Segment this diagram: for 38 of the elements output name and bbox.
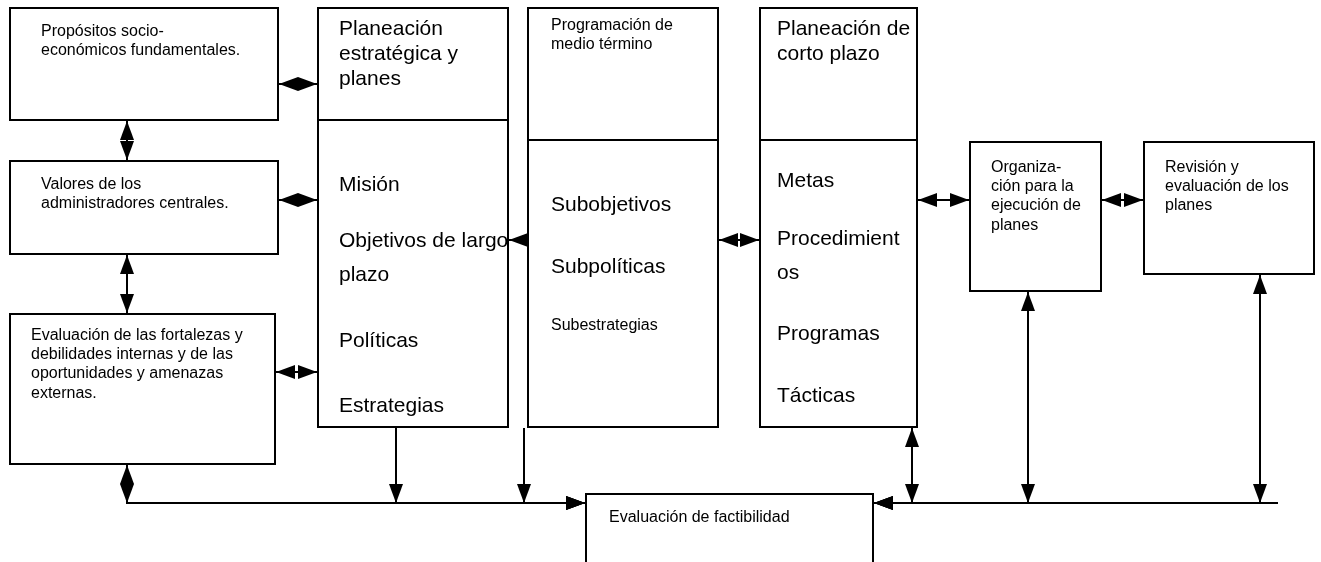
double-arrow (275, 365, 318, 379)
process-box (9, 313, 276, 465)
list-item: Procedimientos (777, 225, 901, 285)
process-box (1143, 141, 1315, 275)
list-item: Tácticas (777, 382, 857, 408)
double-arrow (120, 254, 134, 314)
planning-column (759, 7, 918, 428)
double-arrow (1101, 193, 1144, 207)
double-arrow (278, 77, 318, 91)
list-item: Políticas (339, 327, 420, 353)
double-arrow (718, 233, 760, 247)
planning-column (317, 7, 509, 428)
process-box (585, 493, 874, 562)
list-item: Programas (777, 320, 881, 346)
arrow (508, 233, 528, 247)
process-box (969, 141, 1102, 292)
list-item: Misión (339, 171, 401, 197)
list-item: Subobjetivos (551, 191, 673, 217)
double-arrow (120, 120, 134, 161)
box-text: Propósitos socio- económicos fundamentales. (41, 21, 242, 60)
column-heading: Planeación estratégica y planes (319, 9, 507, 121)
column-heading: Programación de medio término (529, 9, 717, 141)
box-text: Valores de los administradores centrales. (41, 174, 230, 213)
list-item: Estrategias (339, 392, 446, 418)
box-text: Revisión y evaluación de los planes (1165, 157, 1290, 215)
double-arrow (278, 193, 318, 207)
list-item: Metas (777, 167, 836, 193)
box-text: Organiza- ción para la ejecución de planes (991, 157, 1082, 234)
column-heading: Planeación de corto plazo (761, 9, 916, 141)
planning-column (527, 7, 719, 428)
box-text: Evaluación de factibilidad (609, 507, 791, 527)
box-text: Evaluación de las fortalezas y debilidades internas y de las oportunidades y amenazas externas. (31, 325, 244, 402)
list-item: Subestrategias (551, 315, 659, 335)
double-arrow (917, 193, 970, 207)
list-item: Subpolíticas (551, 253, 667, 279)
process-box (9, 7, 279, 121)
process-box (9, 160, 279, 255)
list-item: Objetivos de largo plazo (339, 227, 509, 287)
